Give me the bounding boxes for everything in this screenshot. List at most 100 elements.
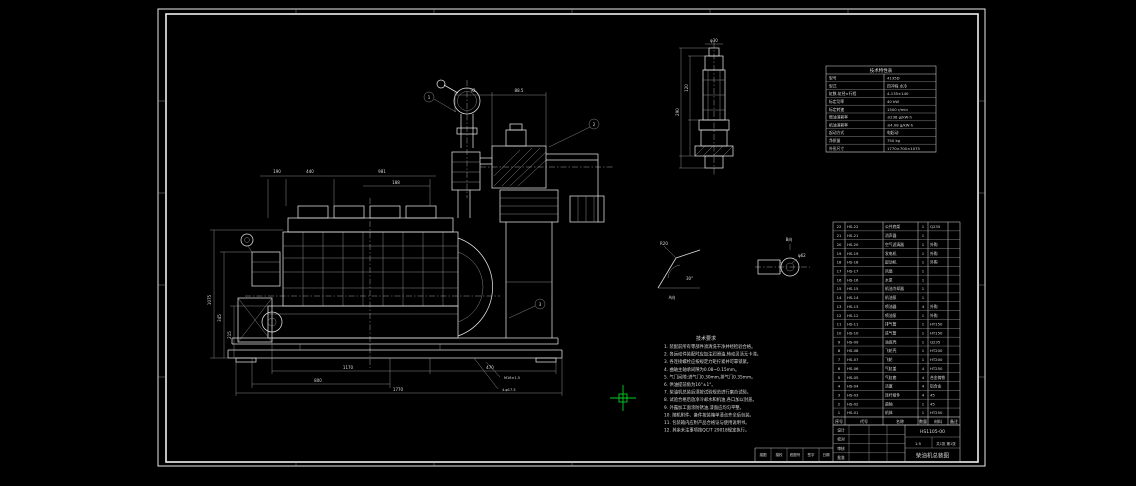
bom-idx: 4 <box>838 384 841 389</box>
note-line: 10. 随机附件、备件按装箱单清点齐全后包装。 <box>664 411 754 418</box>
bom-name: 排气管 <box>885 322 897 327</box>
dim-label: 800 <box>314 378 322 383</box>
bom-header: 备注 <box>950 418 958 424</box>
bom-qty: 1 <box>922 313 925 318</box>
bom-code: HS-03 <box>847 393 859 398</box>
bom-code: HS-18 <box>847 260 859 265</box>
spec-value: 4135D <box>887 76 900 81</box>
bom-code: HS-11 <box>847 322 859 327</box>
bom-idx: 19 <box>837 251 842 256</box>
role-label: 审核 <box>837 446 845 451</box>
bom-qty: 4 <box>922 304 925 309</box>
balloon-callouts: 1 2 3 <box>423 91 600 319</box>
detail-view-a: 30° R20 A向 <box>657 241 701 300</box>
dim-label: 188 <box>392 180 400 185</box>
spec-rows: 型号 4135D 型式 四冲程 水冷 缸数-缸径×行程 4-135×140 标定… <box>826 76 936 153</box>
dim-label: φ62 <box>798 253 806 258</box>
bom-header: 序号 <box>835 418 843 424</box>
spec-label: 缸数-缸径×行程 <box>829 91 857 96</box>
spec-value: 40 kW <box>887 99 899 104</box>
bom-idx: 20 <box>837 242 842 247</box>
strip-cell: 签字 <box>808 452 816 457</box>
note-line: 4. 曲轴主轴承间隙为0.08~0.15mm。 <box>664 366 739 373</box>
bom-qty: 1 <box>922 357 925 362</box>
detail-caption: B向 <box>786 236 793 242</box>
bom-qty: 1 <box>922 233 925 238</box>
strip-cell: 描校 <box>776 452 784 457</box>
bom-code: HS-13 <box>847 304 859 309</box>
bom-idx: 10 <box>837 331 842 336</box>
bom-qty: 1 <box>922 322 925 327</box>
bom-code: HS-02 <box>847 401 859 406</box>
bom-idx: 8 <box>838 348 841 353</box>
bom-code: HS-09 <box>847 339 859 344</box>
bom-idx: 9 <box>838 339 841 344</box>
dim-label: 1770 <box>393 387 404 392</box>
crosshair-cursor <box>610 385 636 411</box>
bom-rows: 22 HS-22 公共底架 1 Q235 21 HS-21 消声器 1 20 H… <box>833 224 960 418</box>
revision-strip: 描图 描校 底图号 签字 日期 <box>754 447 833 462</box>
detail-view-b: φ62 B向 <box>755 236 810 277</box>
bom-name: 油底壳 <box>885 339 897 344</box>
note-line: 6. 供油提前角为16°±1°。 <box>664 381 716 388</box>
bom-idx: 14 <box>837 295 842 300</box>
dim-label: 470 <box>486 365 494 370</box>
bom-name: 曲轴 <box>885 401 893 406</box>
bom-code: HS-06 <box>847 366 859 371</box>
bom-code: HS-19 <box>847 251 859 256</box>
aux-component-view: φ30 120 290 <box>675 38 734 176</box>
bom-material: 外购 <box>930 242 938 247</box>
bom-name: 喷油泵 <box>885 313 897 318</box>
bom-name: 公共底架 <box>885 224 900 229</box>
bom-code: HS-14 <box>847 295 859 300</box>
bom-idx: 17 <box>837 269 842 274</box>
detail-caption: A向 <box>669 294 676 300</box>
spec-label: 机油消耗率 <box>829 122 848 127</box>
bom-material: Q235 <box>930 339 941 344</box>
drawing-frame <box>157 8 986 467</box>
bom-qty: 1 <box>922 331 925 336</box>
role-label: 校对 <box>837 437 845 442</box>
main-engine-view <box>227 79 614 368</box>
bom-qty: 4 <box>922 393 925 398</box>
bom-material: Q235 <box>930 224 941 229</box>
dim-label: R20 <box>660 241 668 246</box>
notes-lines: 1. 装配前所有零部件须清洗干净并经检验合格。2. 各运动件装配时应加注润滑油,… <box>664 343 761 434</box>
bom-material: 外购 <box>930 304 938 309</box>
bom-header: 名称 <box>896 418 904 424</box>
spec-table-title: 技术特性表 <box>870 67 893 74</box>
bom-code: HS-21 <box>847 233 859 238</box>
balloon-number: 1 <box>428 95 431 100</box>
bom-idx: 11 <box>837 322 842 327</box>
spec-label: 标定功率 <box>829 99 844 104</box>
dim-label: 290 <box>675 108 680 116</box>
bom-name: 风扇 <box>885 269 893 274</box>
role-label: 设计 <box>837 427 845 432</box>
sheet-info: 共1张 第1张 <box>936 441 956 446</box>
bom-name: 消声器 <box>885 233 897 238</box>
dim-label: 120 <box>684 84 689 92</box>
note-line: 8. 试验合格后放净冷却水和机油,各口加以封盖。 <box>664 396 757 403</box>
bom-material: 45 <box>930 393 935 398</box>
note-line: 11. 包装箱内应附产品合格证与使用说明书。 <box>664 419 750 426</box>
bom-code: HS-15 <box>847 286 859 291</box>
bom-name: 飞轮壳 <box>885 348 897 353</box>
note-line: 12. 其余未注事项按QC/T 29018规定执行。 <box>664 427 749 434</box>
bom-name: 机油冷却器 <box>885 286 904 291</box>
bom-material: 45 <box>930 401 935 406</box>
bom-material: HT250 <box>930 410 943 415</box>
bom-qty: 4 <box>922 366 925 371</box>
bom-qty: 1 <box>922 410 925 415</box>
bom-material: 合金铸铁 <box>930 375 945 380</box>
strip-cell: 底图号 <box>790 452 801 457</box>
note-line: 9. 外露加工面涂防锈油,漆面应均匀平整。 <box>664 404 744 411</box>
bom-name: 机体 <box>885 410 893 415</box>
spec-value: 电起动 <box>887 130 899 135</box>
technical-notes: 技术要求 1. 装配前所有零部件须清洗干净并经检验合格。2. 各运动件装配时应加… <box>664 335 761 434</box>
bom-qty: 1 <box>922 251 925 256</box>
bom-idx: 7 <box>838 357 841 362</box>
